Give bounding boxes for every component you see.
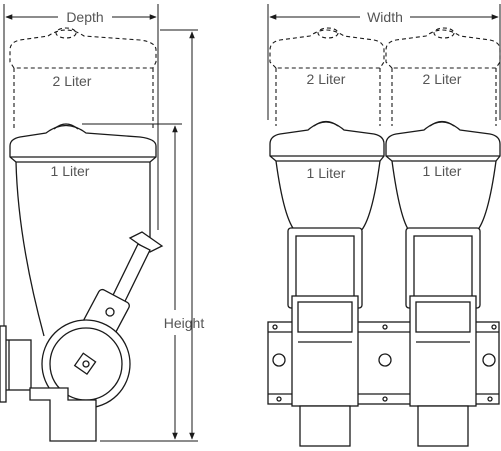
side-wall-plate [0, 325, 32, 403]
front-right-valve [405, 227, 481, 447]
side-view: Depth 2 Liter 1 Liter [0, 4, 205, 442]
width-dimension: Width [267, 4, 501, 120]
front-view: Width 2 Liter 1 Liter 2 Liter 1 Liter [267, 4, 501, 447]
side-2liter-hopper: 2 Liter [9, 27, 157, 128]
height-dimension: Height [100, 29, 205, 442]
front-right-unit: 2 Liter 1 Liter [385, 27, 501, 233]
front-right-1liter-label: 1 Liter [423, 163, 462, 179]
front-left-unit: 2 Liter 1 Liter [269, 27, 385, 233]
front-left-2liter-label: 2 Liter [307, 71, 346, 87]
height-label: Height [164, 315, 205, 331]
side-1liter-label: 1 Liter [51, 163, 90, 179]
side-1liter-lid: 1 Liter [9, 123, 157, 179]
front-left-valve [287, 227, 363, 447]
depth-label: Depth [66, 9, 103, 25]
side-2liter-label: 2 Liter [53, 73, 92, 89]
side-outlet [29, 387, 97, 442]
front-left-1liter-label: 1 Liter [307, 165, 346, 181]
side-rotor [41, 319, 131, 409]
width-label: Width [367, 9, 403, 25]
front-right-2liter-label: 2 Liter [423, 71, 462, 87]
